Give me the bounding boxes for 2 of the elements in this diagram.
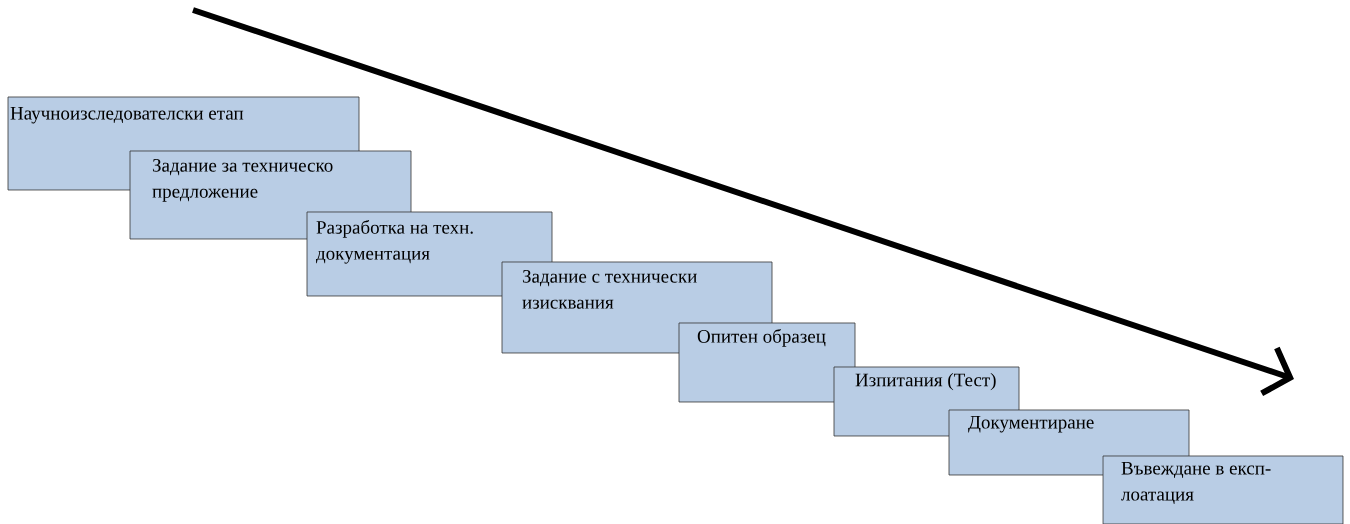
process-box: Въвеждане в експ- лоатация — [1102, 455, 1344, 524]
process-box: Опитен образец — [678, 322, 856, 403]
